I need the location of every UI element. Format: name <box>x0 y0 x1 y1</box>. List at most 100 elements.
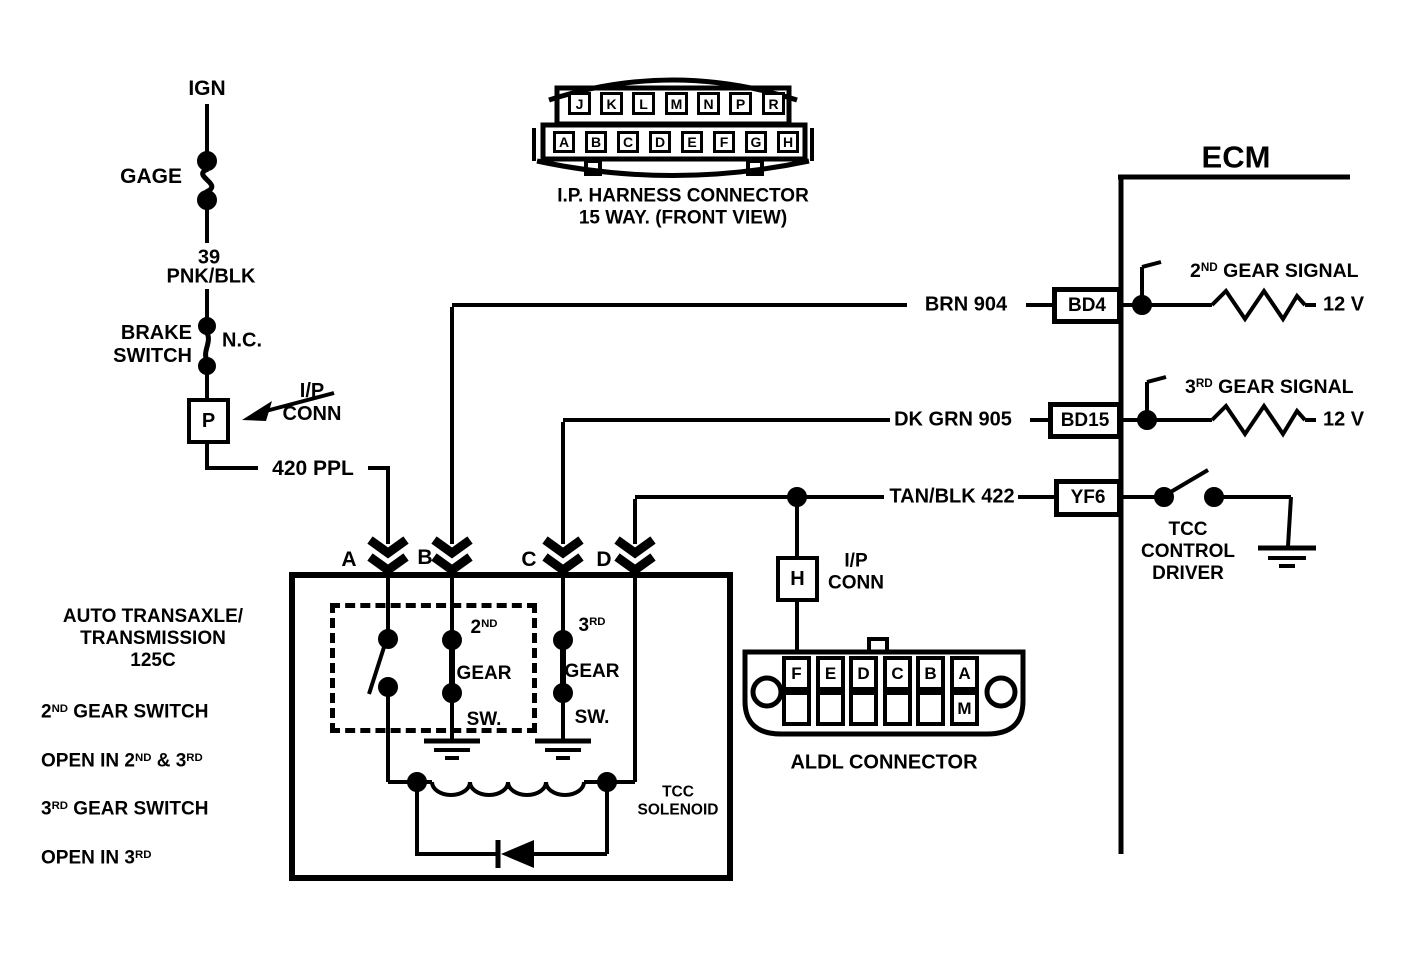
ip-cell-label: D <box>654 134 666 150</box>
aldl-mount-hole-left <box>750 675 784 709</box>
aldl-cell-blank1 <box>782 691 811 726</box>
ip-cell-c: C <box>617 131 639 153</box>
ip-cell-label: A <box>558 134 570 150</box>
aldl-cell-blank5 <box>916 691 945 726</box>
second-gear-signal-label: 2ND GEAR SIGNAL <box>1190 260 1359 282</box>
aldl-cell-label: D <box>857 663 870 683</box>
third-gear-signal-circuit <box>1122 375 1316 438</box>
aldl-connector-outline <box>742 637 1026 737</box>
tcc-driver-circuit <box>1122 468 1316 568</box>
ip-harness-outline <box>532 77 814 178</box>
ip-cell-label: K <box>606 95 617 112</box>
aldl-mount-hole-right <box>984 675 1018 709</box>
aldl-cell-label: B <box>924 663 937 683</box>
h-terminal-box: H <box>776 556 819 602</box>
aldl-cell-f: F <box>782 656 811 691</box>
ip-cell-n: N <box>697 92 720 115</box>
gage-fuse-icon <box>197 151 217 210</box>
ip-cell-b: B <box>585 131 607 153</box>
ip-cell-d: D <box>649 131 671 153</box>
pin-c-arrow-icon <box>542 536 584 576</box>
ip-cell-m: M <box>665 92 688 115</box>
aldl-cell-label: F <box>791 663 802 683</box>
ip-cell-l: L <box>632 92 655 115</box>
ip-cell-k: K <box>600 92 623 115</box>
ip-cell-label: P <box>735 95 746 112</box>
ground-icon-2nd <box>424 738 480 760</box>
aldl-cell-label: M <box>957 698 972 718</box>
resistor-icon-3rd <box>1210 402 1307 438</box>
ignition-branch-wires <box>197 104 390 544</box>
switch-assembly-dashed-box <box>330 603 537 733</box>
pnk-blk-label: PNK/BLK <box>166 265 256 288</box>
ip-cell-f: F <box>713 131 735 153</box>
ip-cell-g: G <box>745 131 767 153</box>
pin-d-arrow-icon <box>614 536 656 576</box>
ip-cell-r: R <box>762 92 785 115</box>
transmission-note-switches: 2ND GEAR SWITCH OPEN IN 2ND & 3RD 3RD GE… <box>41 675 281 893</box>
ip-cell-label: G <box>750 134 762 150</box>
bd15-label: BD15 <box>1060 409 1110 431</box>
ip-cell-label: B <box>590 134 602 150</box>
v12-lower-label: 12 V <box>1323 408 1365 431</box>
second-gear-sw-label: 2ND GEAR SW. <box>456 616 512 730</box>
h-terminal-label: H <box>790 567 805 590</box>
ecm-terminal-bd4: BD4 <box>1052 287 1122 324</box>
aldl-cell-blank3 <box>849 691 878 726</box>
resistor-icon-2nd <box>1210 287 1307 323</box>
pin-a-label: A <box>341 548 357 572</box>
ip-cell-label: M <box>670 95 683 112</box>
pin-b-arrow-icon <box>431 536 473 576</box>
pin-c-label: C <box>521 548 537 572</box>
wire-420-ppl-label: 420 PPL <box>272 457 354 481</box>
ip-cell-label: C <box>622 134 634 150</box>
ip-cell-e: E <box>681 131 703 153</box>
yf6-label: YF6 <box>1070 487 1106 508</box>
brake-switch-icon <box>198 317 216 375</box>
ip-cell-a: A <box>553 131 575 153</box>
pin-b-label: B <box>417 546 433 570</box>
aldl-cell-d: D <box>849 656 878 691</box>
p-terminal-label: P <box>201 409 216 432</box>
note-line-3rd-switch: 3RD GEAR SWITCH <box>41 799 209 821</box>
ip-conn-arrow-icon <box>242 391 335 421</box>
tcc-apply-switch-icon <box>367 629 398 697</box>
solenoid-coil-icon <box>388 772 635 797</box>
connector-drop-wires <box>450 307 637 544</box>
nc-label: N.C. <box>222 329 262 352</box>
ip-cell-h: H <box>777 131 799 153</box>
tcc-driver-switch-icon <box>1154 468 1224 507</box>
second-gear-signal-circuit <box>1122 260 1316 323</box>
ip-cell-label: E <box>687 134 697 150</box>
note-line-2nd-switch: 2ND GEAR SWITCH <box>41 701 209 723</box>
ip-cell-p: P <box>729 92 752 115</box>
circuit-39-label: 39 <box>197 246 221 269</box>
aldl-cell-m: M <box>950 691 979 726</box>
tcc-solenoid-label: TCC SOLENOID <box>637 783 719 818</box>
ip-cell-label: J <box>575 95 584 112</box>
aldl-caption: ALDL CONNECTOR <box>790 751 978 774</box>
tan-blk-422-label: TAN/BLK 422 <box>889 485 1015 508</box>
ip-cell-j: J <box>568 92 591 115</box>
gage-label: GAGE <box>120 165 182 189</box>
transmission-note-top: AUTO TRANSAXLE/ TRANSMISSION 125C <box>62 606 244 671</box>
brn-904-label: BRN 904 <box>924 293 1008 316</box>
third-gear-signal-label: 3RD GEAR SIGNAL <box>1185 376 1354 398</box>
aldl-ip-conn-label: I/P CONN <box>828 550 884 593</box>
ip-cell-label: L <box>639 95 648 112</box>
ip-cell-label: R <box>768 95 779 112</box>
ip-harness-caption: I.P. HARNESS CONNECTOR 15 WAY. (FRONT VI… <box>557 185 809 228</box>
pin-a-arrow-icon <box>367 536 409 576</box>
ip-cell-label: F <box>719 134 729 150</box>
aldl-cell-label: C <box>891 663 904 683</box>
ip-conn-label: I/P CONN <box>282 380 342 425</box>
note-line-open-3rd: OPEN IN 3RD <box>41 847 152 869</box>
aldl-branch <box>742 487 1026 737</box>
ground-icon-3rd <box>535 738 591 760</box>
pin-d-label: D <box>596 548 612 572</box>
aldl-cell-label: E <box>824 663 837 683</box>
aldl-cell-c: C <box>883 656 912 691</box>
ign-label: IGN <box>188 77 226 101</box>
